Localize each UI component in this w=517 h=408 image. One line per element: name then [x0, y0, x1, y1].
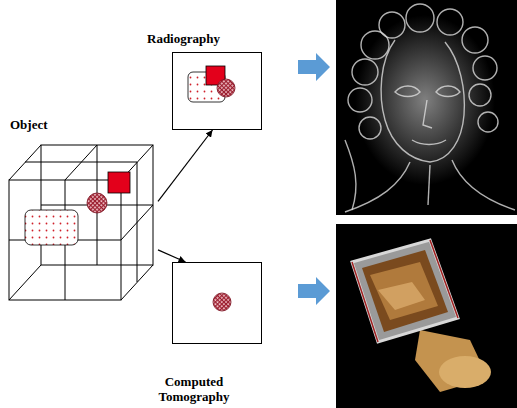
- ct-slice: [173, 263, 261, 343]
- node-label: Computed Tomography: [146, 374, 242, 404]
- radiograph-projection: [173, 53, 261, 129]
- node-label: Object: [10, 117, 90, 132]
- cube-outline: [8, 143, 158, 305]
- ct-box: Computed Tomography: [172, 262, 262, 344]
- radiograph-image: [336, 0, 517, 215]
- ct-render-image: [336, 224, 517, 408]
- object-cube: Object: [8, 143, 158, 305]
- node-label: Radiography: [147, 31, 257, 46]
- block-arrow: [298, 53, 330, 81]
- projection-arrow: [158, 250, 186, 262]
- block-arrow: [298, 277, 330, 305]
- radiography-box: Radiography: [172, 52, 262, 130]
- projection-arrow: [158, 130, 213, 201]
